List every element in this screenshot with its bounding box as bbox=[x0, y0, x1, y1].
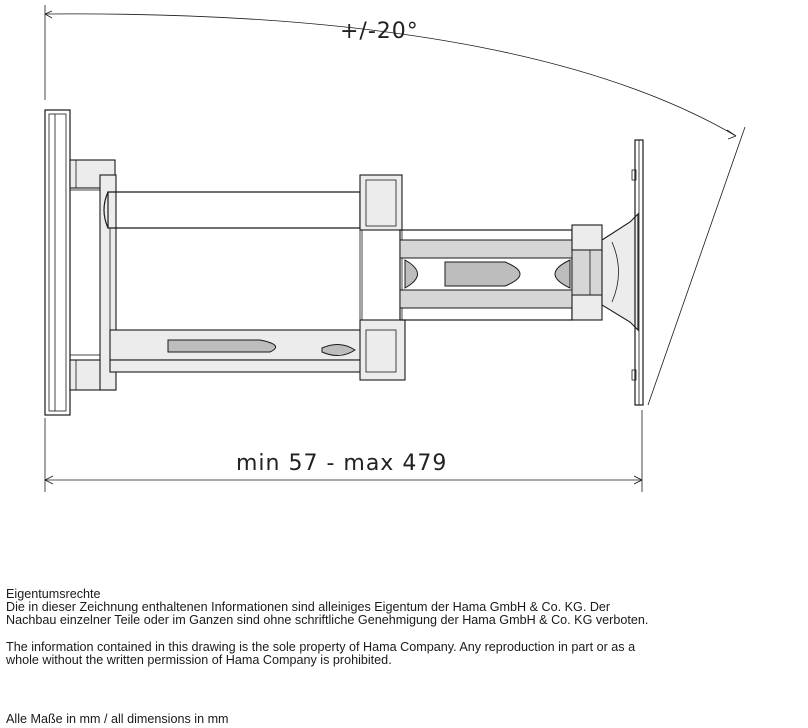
tilt-head bbox=[571, 212, 639, 332]
tilt-arrow-left bbox=[44, 13, 53, 19]
notice-english-line-1: The information contained in this drawin… bbox=[6, 639, 636, 654]
tilt-dimension: +/-20° bbox=[44, 5, 746, 406]
second-arm bbox=[399, 229, 573, 321]
notice-english-line-2: whole without the written permission of … bbox=[6, 652, 392, 667]
main-arm bbox=[103, 191, 371, 373]
property-notice: Eigentumsrechte Die in dieser Zeichnung … bbox=[6, 587, 806, 667]
extension-label: min 57 - max 479 bbox=[236, 451, 447, 476]
units-note: Alle Maße in mm / all dimensions in mm bbox=[6, 712, 229, 726]
tilt-extension-line-right bbox=[647, 126, 746, 406]
tilt-arc bbox=[45, 13, 737, 137]
extension-dimension: min 57 - max 479 bbox=[44, 410, 643, 492]
tilt-arrow-right bbox=[726, 129, 737, 137]
notice-heading: Eigentumsrechte bbox=[6, 587, 101, 601]
wall-bracket bbox=[69, 159, 117, 391]
elbow-joint bbox=[359, 174, 406, 381]
tv-plate bbox=[631, 139, 644, 406]
tilt-label: +/-20° bbox=[340, 19, 419, 44]
notice-german-line-1: Die in dieser Zeichnung enthaltenen Info… bbox=[6, 600, 611, 615]
notice-german-line-2: Nachbau einzelner Teile oder im Ganzen s… bbox=[6, 613, 649, 628]
wall-plate bbox=[44, 109, 71, 416]
wall-mount-technical-drawing: +/-20° bbox=[44, 5, 746, 492]
